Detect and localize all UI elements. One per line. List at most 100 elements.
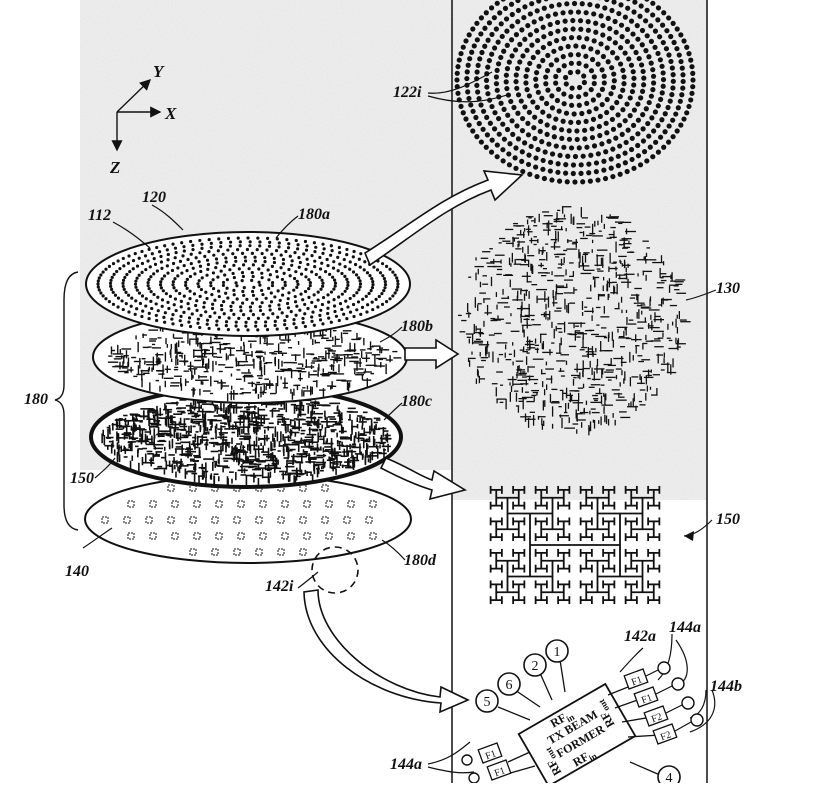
- dot-element: [513, 47, 518, 52]
- dot-element: [192, 267, 195, 270]
- dot-element: [116, 305, 119, 308]
- dot-element: [269, 308, 272, 311]
- dot-element: [516, 92, 521, 97]
- dot-element: [197, 318, 200, 321]
- dot-element: [301, 298, 304, 301]
- dot-element: [609, 8, 614, 13]
- dot-element: [136, 289, 139, 292]
- dot-element: [640, 42, 645, 47]
- dot-element: [239, 240, 242, 243]
- dot-element: [310, 301, 313, 304]
- dot-element: [361, 306, 364, 309]
- dot-element: [563, 171, 568, 176]
- dot-element: [522, 104, 527, 109]
- dot-element: [287, 242, 290, 245]
- dot-element: [237, 236, 240, 239]
- dot-element: [262, 313, 265, 316]
- dot-element: [331, 249, 334, 252]
- dot-element: [153, 257, 156, 260]
- dot-element: [678, 99, 683, 104]
- dot-element: [507, 60, 512, 65]
- dot-element: [463, 38, 468, 43]
- dot-element: [134, 280, 137, 283]
- label-150-right: 150: [716, 511, 740, 529]
- dot-element: [244, 256, 247, 259]
- dot-element: [635, 143, 640, 148]
- dot-element: [477, 121, 482, 126]
- dot-element: [573, 43, 578, 48]
- dot-element: [237, 317, 240, 320]
- dot-element: [485, 91, 490, 96]
- dot-element: [252, 263, 255, 266]
- dot-element: [125, 302, 128, 305]
- dot-element: [310, 315, 313, 318]
- dot-element: [359, 266, 362, 269]
- dot-element: [292, 322, 295, 325]
- dot-element: [359, 285, 362, 288]
- filter-f2-top: F2: [644, 706, 668, 726]
- dot-element: [649, 94, 654, 99]
- dot-element: [689, 64, 694, 69]
- dot-element: [365, 310, 368, 313]
- dot-element: [365, 295, 368, 298]
- dot-element: [198, 239, 201, 242]
- dot-element: [208, 327, 211, 330]
- dot-element: [248, 244, 251, 247]
- dot-element: [136, 264, 139, 267]
- dot-element: [670, 65, 675, 70]
- dot-element: [511, 105, 516, 110]
- dot-element: [594, 106, 599, 111]
- dot-element: [195, 309, 198, 312]
- dot-element: [208, 315, 211, 318]
- dot-element: [194, 304, 197, 307]
- dot-element: [505, 66, 510, 71]
- dot-element: [355, 291, 358, 294]
- dot-element: [261, 276, 264, 279]
- dot-element: [629, 44, 634, 49]
- dot-element: [649, 39, 654, 44]
- dot-element: [500, 147, 505, 152]
- dot-element: [500, 122, 505, 127]
- dot-element: [606, 139, 611, 144]
- dot-element: [617, 143, 622, 148]
- dot-element: [633, 50, 638, 55]
- dot-element: [190, 253, 193, 256]
- dot-element: [154, 263, 157, 266]
- dot-element: [559, 136, 564, 141]
- dot-element: [597, 124, 602, 129]
- dot-element: [292, 318, 295, 321]
- dot-element: [561, 54, 566, 59]
- dot-element: [283, 281, 286, 284]
- dot-element: [635, 131, 640, 136]
- dot-element: [156, 296, 159, 299]
- dot-element: [182, 245, 185, 248]
- dot-element: [278, 307, 281, 310]
- dot-element: [640, 112, 645, 117]
- dot-element: [467, 122, 472, 127]
- dot-element: [242, 275, 245, 278]
- dot-element: [571, 171, 576, 176]
- dot-element: [244, 321, 247, 324]
- dot-element: [669, 92, 674, 97]
- label-180a: 180a: [298, 206, 330, 224]
- dot-element: [572, 179, 577, 184]
- dot-element: [461, 110, 466, 115]
- dot-element: [374, 298, 377, 301]
- dot-element: [583, 92, 588, 97]
- dot-element: [261, 252, 264, 255]
- dot-element: [333, 304, 336, 307]
- dot-element: [496, 116, 501, 121]
- dot-element: [509, 53, 514, 58]
- dot-element: [128, 270, 131, 273]
- dot-element: [180, 241, 183, 244]
- dot-element: [563, 162, 568, 167]
- dot-element: [615, 112, 620, 117]
- dot-element: [479, 139, 484, 144]
- dot-element: [653, 29, 658, 34]
- dot-element: [108, 265, 111, 268]
- dot-element: [384, 280, 387, 283]
- dot-element: [198, 326, 201, 329]
- dot-element: [252, 275, 255, 278]
- dot-element: [575, 137, 580, 142]
